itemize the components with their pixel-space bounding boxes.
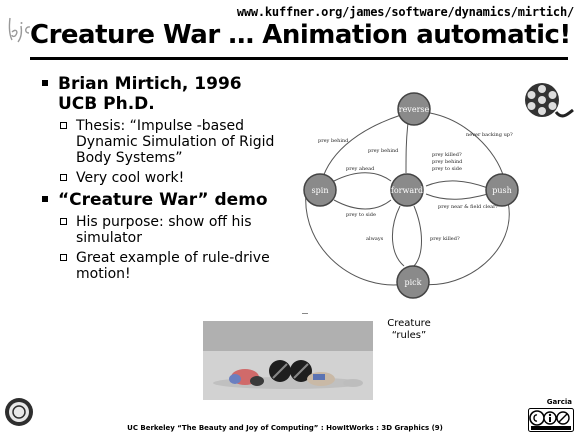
creative-commons-license-icon[interactable] [528,408,574,432]
edge-label-fwd-push-a: prey killed? [432,152,462,158]
state-node-reverse: reverse [397,92,431,126]
edge-label-fwd-pick-r: prey killed? [430,236,460,242]
state-node-forward-label: forward [391,186,423,195]
edge-label-rev-push: never backing up? [466,132,513,138]
bjc-logo-icon [8,17,31,43]
edge-label-fwd-push-c: prey to side [432,166,462,172]
sub-bullet-cool: Very cool work! [58,170,292,186]
state-node-spin-label: spin [312,186,329,195]
state-node-spin: spin [303,173,337,207]
creature-war-scene [203,321,373,400]
bullet-author: Brian Mirtich, 1996 UCB Ph.D. [42,74,292,114]
creature-war-screenshot [203,321,373,400]
state-machine-diagram: prey behind prey behind prey ahead prey … [303,92,519,299]
edge-label-fwd-push-b: prey behind [432,159,463,165]
author-name: Garcia [546,398,572,406]
edge-label-fwd-spin-top: prey ahead [346,166,375,172]
state-node-forward: forward [390,173,424,207]
edge-label-fwd-push-d: prey near & field clear? [438,204,499,210]
edge-label-fwd-pick-l: always [366,236,384,242]
caption-line1: Creature [387,318,431,329]
footer-text: UC Berkeley “The Beauty and Joy of Compu… [127,424,443,432]
slide-title: Creature War … Animation automatic! [30,20,571,50]
edge-label-rev-fwd: prey behind [368,148,399,154]
sub-bullet-example: Great example of rule-drive motion! [58,250,292,282]
state-node-pick-label: pick [404,278,421,287]
edge-label-fwd-spin-bottom: prey to side [346,212,376,218]
bullet-author-line1: Brian Mirtich, 1996 [58,74,242,94]
bullet-list: Brian Mirtich, 1996 UCB Ph.D. Thesis: “I… [42,74,292,286]
title-underline [30,57,568,60]
sub-bullet-purpose: His purpose: show off his simulator [58,214,292,246]
bullet-demo: “Creature War” demo [42,190,292,210]
separator-dash [302,313,308,314]
edge-label-rev-spin: prey behind [318,138,349,144]
diagram-edges [305,112,510,286]
film-reel-icon [525,83,574,118]
diagram-caption: Creature “rules” [384,318,434,342]
state-node-push-label: push [492,186,512,195]
sub-bullet-thesis: Thesis: “Impulse -based Dynamic Simulati… [58,118,292,166]
caption-line2: “rules” [391,330,427,341]
state-node-push: push [485,173,519,207]
state-node-pick: pick [396,265,430,299]
bullet-author-line2: UCB Ph.D. [58,94,155,114]
source-url[interactable]: www.kuffner.org/james/software/dynamics/… [236,5,574,19]
state-node-reverse-label: reverse [399,105,430,114]
uc-berkeley-seal-icon [5,398,33,426]
